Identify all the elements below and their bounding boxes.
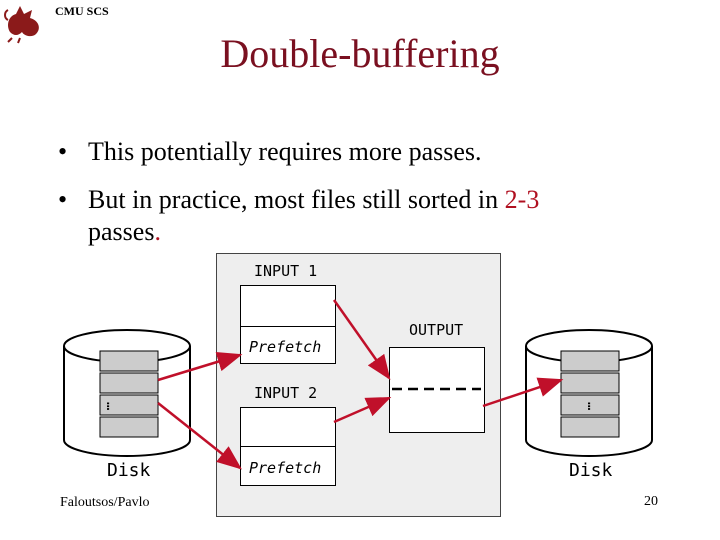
input1-prefetch-buffer bbox=[240, 326, 336, 364]
bullet-item: • This potentially requires more passes. bbox=[58, 136, 482, 168]
input1-label: INPUT 1 bbox=[254, 262, 318, 280]
disk-ellipsis: … bbox=[103, 402, 119, 411]
output-label: OUTPUT bbox=[409, 321, 464, 339]
left-disk bbox=[63, 329, 191, 457]
footer-author: Faloutsos/Pavlo bbox=[60, 495, 150, 510]
bullet-period: . bbox=[154, 217, 161, 246]
prefetch-label: Prefetch bbox=[249, 338, 322, 356]
bullet-text: But in practice, most files still sorted… bbox=[88, 185, 505, 214]
input2-label: INPUT 2 bbox=[254, 384, 318, 402]
output-buffer bbox=[389, 347, 485, 433]
prefetch-label: Prefetch bbox=[249, 459, 322, 477]
input2-prefetch-buffer bbox=[240, 446, 336, 486]
bullet-item: • But in practice, most files still sorte… bbox=[58, 184, 539, 216]
left-disk-label: Disk bbox=[107, 460, 151, 481]
bullet-highlight: 2-3 bbox=[504, 185, 540, 214]
slide-title: Double-buffering bbox=[220, 31, 500, 76]
griffin-logo bbox=[4, 6, 39, 44]
page-number: 20 bbox=[644, 494, 658, 509]
header-label: CMU SCS bbox=[55, 4, 109, 18]
right-disk-label: Disk bbox=[569, 460, 613, 481]
bullet-text-continued: passes bbox=[88, 217, 155, 246]
bullet-continuation: passes. bbox=[88, 216, 161, 248]
bullet-text: This potentially requires more passes. bbox=[88, 137, 482, 166]
disk-ellipsis: … bbox=[584, 402, 600, 411]
right-disk bbox=[525, 329, 653, 457]
input1-buffer bbox=[240, 285, 336, 327]
input2-buffer bbox=[240, 407, 336, 447]
bullet-dot: • bbox=[58, 137, 68, 166]
bullet-dot: • bbox=[58, 185, 68, 214]
